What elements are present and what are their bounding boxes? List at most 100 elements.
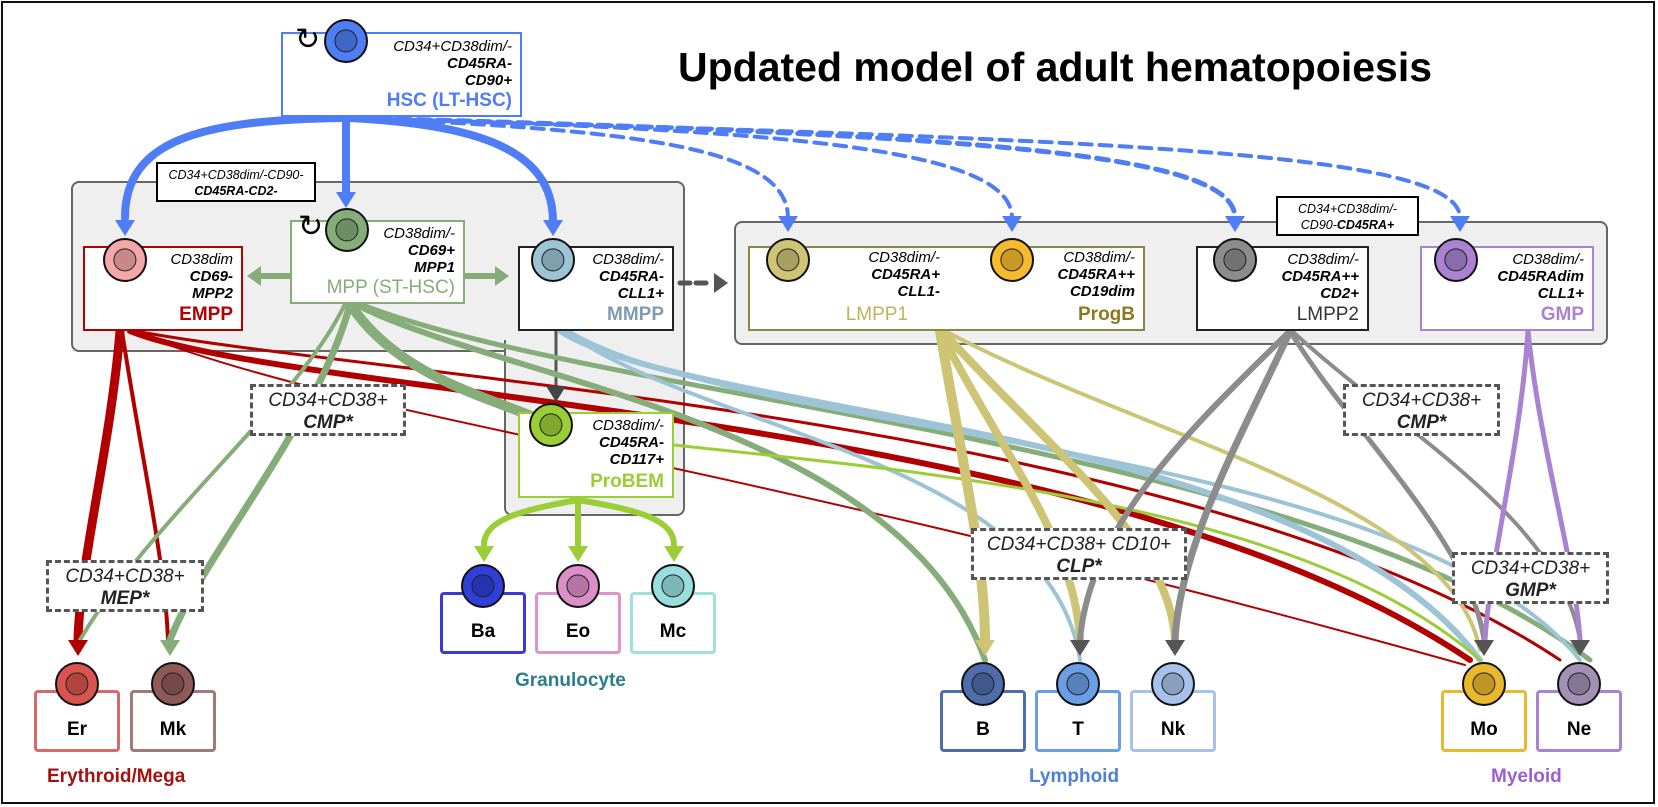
mpp-marker-2: CD69+ — [407, 242, 455, 259]
mep-markers: CD34+CD38+ — [65, 566, 185, 587]
mpp-box: CD38dim/- CD69+ MPP1 MPP (ST-HSC) — [290, 220, 465, 304]
hsc-to-empp-edge — [121, 114, 346, 222]
arrowhead-ba — [474, 546, 494, 562]
hsc-to-mmpp-edge — [346, 114, 557, 226]
lmpp1-box: CD38dim/- CD45RA+ CLL1- LMPP1 — [750, 248, 948, 329]
cmp-left-markers: CD34+CD38+ — [268, 390, 388, 411]
arrowhead-b — [975, 640, 995, 656]
probem-to-ba-edge — [481, 497, 581, 548]
lmpp1-marker-3: CLL1- — [897, 283, 941, 300]
mpp-cell-icon — [325, 208, 369, 252]
progb-marker-2: CD45RA++ — [1057, 266, 1135, 283]
mo-cell-icon — [1462, 662, 1506, 706]
t-label: T — [1072, 719, 1084, 740]
mk-label: Mk — [159, 719, 187, 740]
arrowhead-mpp-empp — [247, 266, 261, 286]
hsc-box: CD34+CD38dim/- CD45RA- CD90+ HSC (LT-HSC… — [281, 32, 522, 117]
mc-cell-icon — [651, 564, 695, 608]
group-lymphoid: Lymphoid — [1029, 766, 1120, 787]
mep-name: MEP* — [100, 588, 150, 609]
gmp-name: GMP — [1540, 304, 1584, 325]
probem-cell-icon — [529, 403, 573, 447]
mpp-marker-1: CD38dim/- — [383, 225, 455, 242]
mep-classical: CD34+CD38+ MEP* — [46, 560, 204, 612]
mpp-tag-line-1: CD34+CD38dim/-CD90- — [168, 168, 304, 182]
mmpp-box: CD38dim/- CD45RA- CLL1+ MMPP — [518, 246, 674, 331]
arrowhead-mpp — [336, 192, 356, 208]
clp-markers: CD34+CD38+ CD10+ — [986, 534, 1172, 555]
gmp-classical-markers: CD34+CD38+ — [1470, 558, 1591, 579]
empp-marker-3: MPP2 — [192, 285, 233, 302]
ba-cell-icon — [461, 564, 505, 608]
mo-label: Mo — [1470, 719, 1498, 740]
mpp-phenotype-tag: CD34+CD38dim/-CD90- CD45RA-CD2- — [156, 162, 316, 202]
arrowhead-empp — [115, 220, 135, 236]
self-renewal-arrow-icon: ↻ — [298, 210, 324, 243]
arrowhead-t — [1070, 640, 1090, 656]
lmpp2-marker-1: CD38dim/- — [1287, 251, 1359, 268]
mmpp-marker-2: CD45RA- — [598, 268, 664, 285]
arrowhead-mk — [160, 640, 180, 656]
gmp-classical: CD34+CD38+ GMP* — [1452, 552, 1609, 604]
lmpp2-to-t-edge — [1077, 328, 1293, 643]
arrowhead-mmpp-lymphoid — [714, 273, 728, 293]
mpp-marker-3: MPP1 — [414, 259, 455, 276]
clp-name: CLP* — [1056, 556, 1102, 577]
mpp-name: MPP (ST-HSC) — [326, 277, 455, 298]
progb-marker-1: CD38dim/- — [1063, 249, 1135, 266]
ba-label: Ba — [470, 621, 496, 642]
mc-label: Mc — [659, 621, 687, 642]
hsc-name: HSC (LT-HSC) — [386, 90, 512, 111]
hsc-marker-line-1: CD34+CD38dim/- — [393, 38, 512, 55]
hsc-to-lmpp1-edge — [350, 116, 790, 220]
diagram-title: Updated model of adult hematopoiesis — [678, 44, 1433, 90]
mk-cell-icon — [151, 662, 195, 706]
nk-cell-icon — [1151, 662, 1195, 706]
group-granulocyte: Granulocyte — [515, 670, 626, 691]
mature-mk: Mk — [130, 690, 216, 752]
arrowhead-eo — [568, 546, 588, 562]
arrowhead-er — [68, 640, 88, 656]
gmp-cell-icon — [1434, 238, 1478, 282]
arrowhead-nk — [1165, 640, 1185, 656]
probem-marker-1: CD38dim/- — [592, 417, 664, 434]
mmpp-marker-1: CD38dim/- — [592, 251, 664, 268]
lmpp2-marker-2: CD45RA++ — [1281, 268, 1359, 285]
gmp-classical-name: GMP* — [1505, 580, 1556, 601]
self-renewal-arrow-icon: ↻ — [295, 23, 321, 56]
arrowhead-lmpp2 — [1225, 216, 1245, 232]
lmpp-tag-line-1: CD34+CD38dim/- — [1298, 202, 1397, 216]
eo-label: Eo — [565, 621, 591, 642]
empp-marker-2: CD69- — [189, 268, 233, 285]
hsc-to-lmpp2-edge — [355, 115, 1238, 221]
mpp-to-b-edge — [352, 301, 988, 663]
lmpp1-to-mo-edge — [943, 329, 1482, 652]
b-cell-icon — [961, 662, 1005, 706]
probem-to-mc-edge — [575, 497, 677, 548]
progb-marker-3: CD19dim — [1069, 283, 1135, 300]
gmp-to-ne-edge — [1525, 328, 1583, 643]
arrowhead-mpp-mmpp — [495, 266, 509, 286]
lmpp-tag-line-2-plain: CD90- — [1300, 218, 1337, 232]
arrowhead-progb — [1002, 216, 1022, 232]
cmp-right-markers: CD34+CD38+ — [1361, 390, 1482, 411]
probem-to-mo-edge — [672, 443, 1482, 662]
lmpp1-to-nk-edge — [938, 327, 1179, 644]
clp-classical: CD34+CD38+ CD10+ CLP* — [971, 528, 1187, 580]
cmp-left-name: CMP* — [303, 412, 353, 433]
empp-name: EMPP — [179, 304, 233, 325]
mmpp-cell-icon — [531, 238, 575, 282]
lmpp-tag-line-2-bold: CD45RA+ — [1336, 218, 1395, 232]
lmpp2-to-nk-edge — [1171, 327, 1294, 644]
lmpp1-marker-2: CD45RA+ — [871, 266, 940, 283]
mpp-tag-line-2: CD45RA-CD2- — [194, 184, 278, 198]
hsc-to-progb-edge — [353, 116, 1014, 220]
progb-box: CD38dim/- CD45RA++ CD19dim ProgB — [950, 248, 1143, 329]
cmp-classical-left: CD34+CD38+ CMP* — [250, 384, 406, 436]
lmpp1-to-t-edge — [936, 327, 1084, 644]
hsc-to-gmp-edge — [358, 116, 1462, 220]
probem-marker-2: CD45RA- — [598, 434, 664, 451]
b-label: B — [976, 719, 990, 740]
arrowhead-probem — [546, 386, 566, 402]
group-myeloid: Myeloid — [1491, 766, 1562, 787]
